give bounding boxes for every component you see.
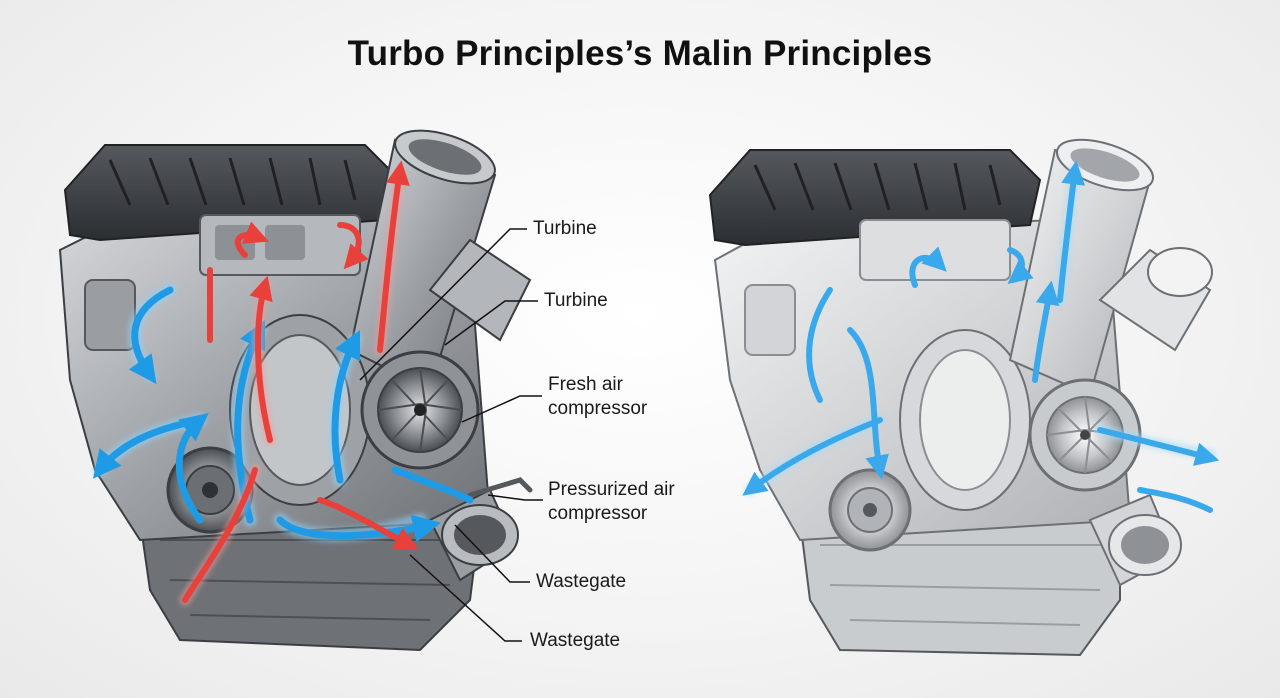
label-wastegate-1: Wastegate	[536, 571, 627, 592]
label-turbine-2: Turbine	[544, 290, 608, 311]
left-exhaust-flow	[179, 160, 419, 606]
label-fresh-air-line1: Fresh air	[548, 374, 623, 395]
label-pressurized-line1: Pressurized air	[548, 479, 675, 500]
label-fresh-air-line2: compressor	[548, 398, 648, 419]
callout-leaders	[359, 228, 543, 642]
label-pressurized-air-compressor: Pressurized air compressor	[548, 478, 675, 526]
label-wastegate-2: Wastegate	[530, 630, 621, 651]
right-engine	[708, 138, 1213, 657]
right-intake-flow	[742, 160, 1220, 513]
label-fresh-air-compressor: Fresh air compressor	[548, 373, 647, 421]
left-engine	[58, 129, 533, 652]
diagram-title: Turbo Principles’s Malin Principles	[347, 34, 933, 73]
label-turbine-1: Turbine	[533, 218, 597, 239]
label-pressurized-line2: compressor	[548, 503, 648, 524]
